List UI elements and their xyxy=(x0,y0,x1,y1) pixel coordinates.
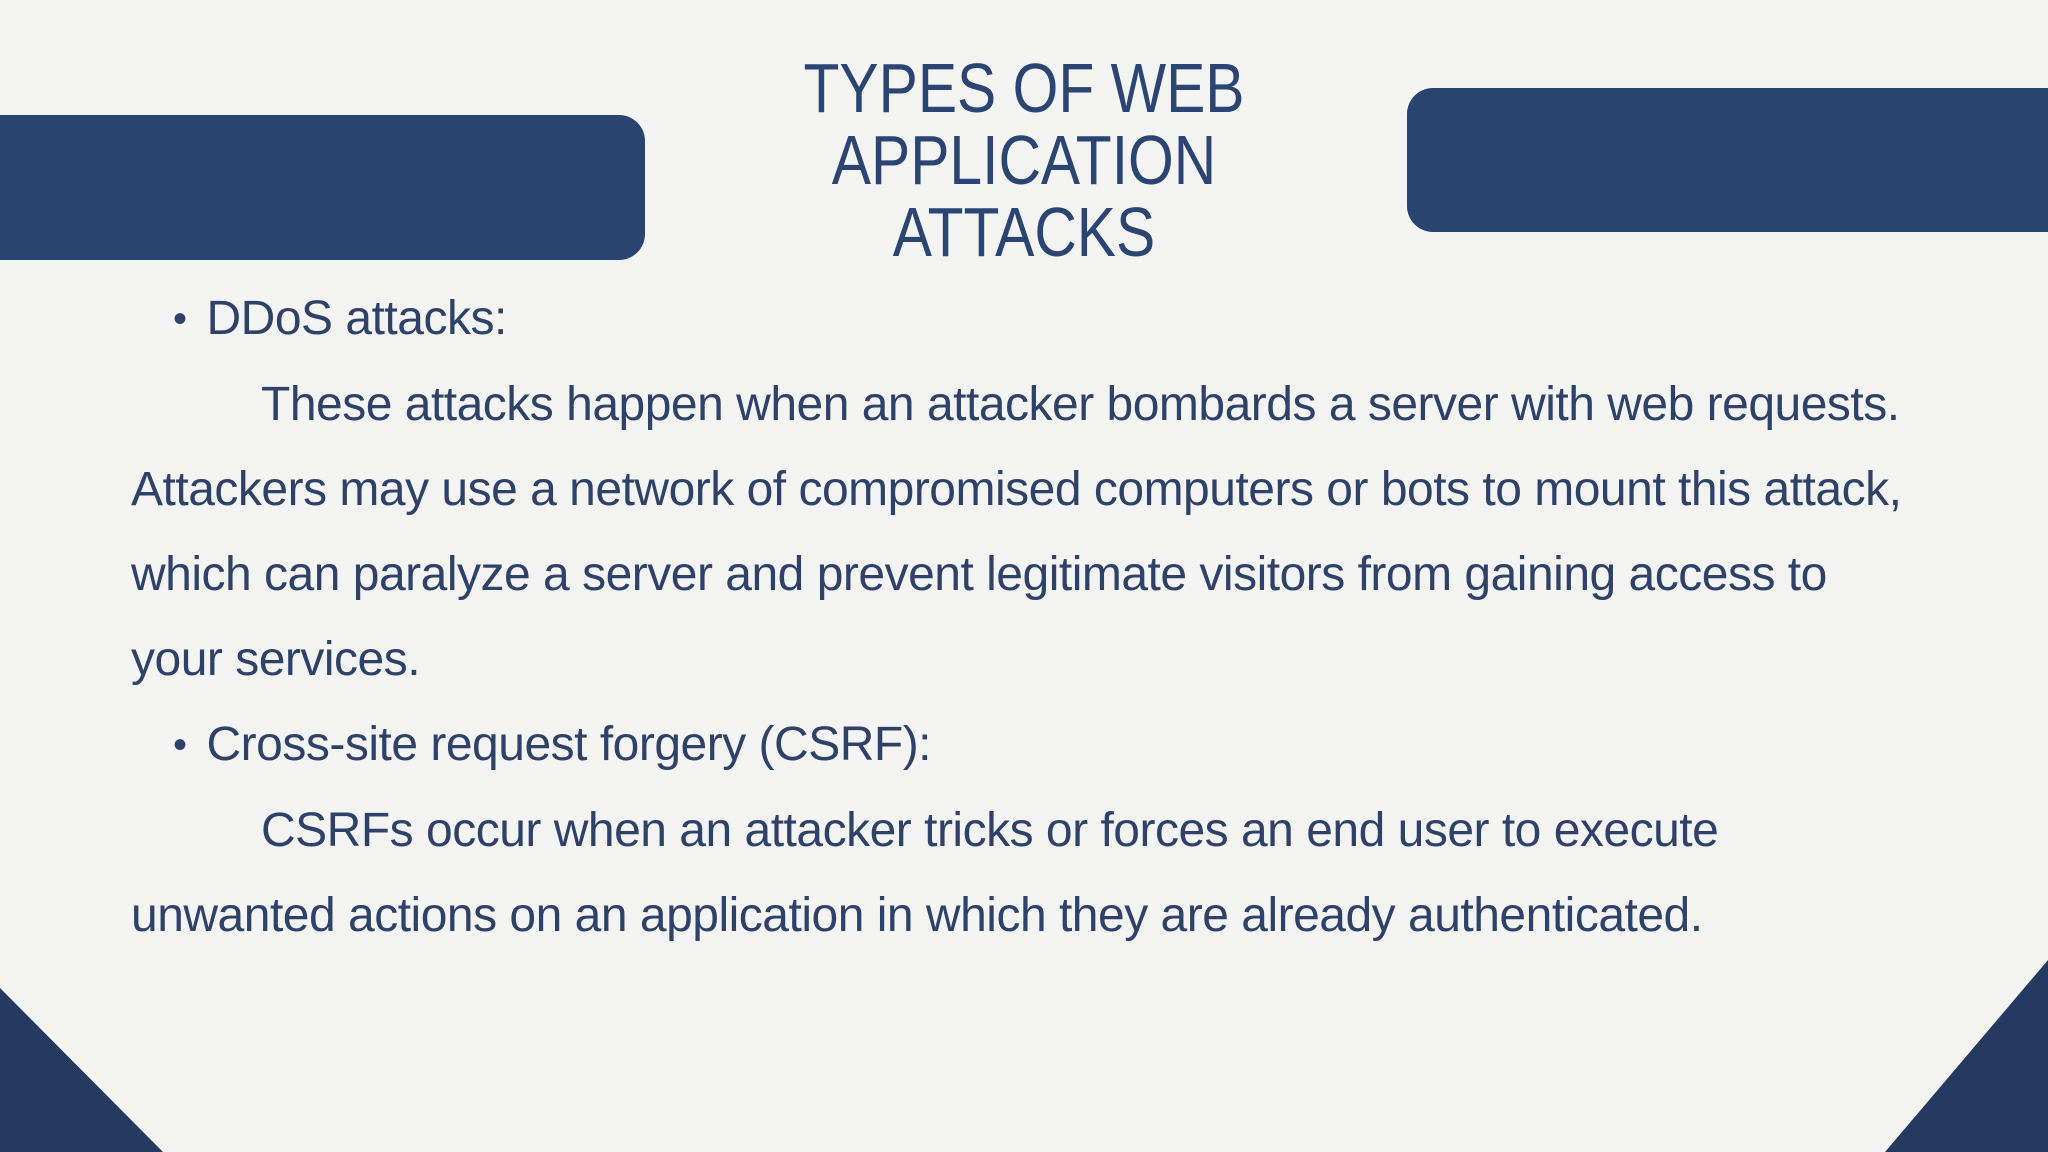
slide-title-line: ATTACKS xyxy=(892,193,1156,271)
bullet-label: DDoS attacks: xyxy=(206,292,508,345)
bullet-label: Cross-site request forgery (CSRF): xyxy=(206,718,932,771)
bullet-item-ddos: • DDoS attacks: xyxy=(131,276,1926,362)
slide-body: • DDoS attacks: These attacks happen when… xyxy=(131,276,1926,958)
bullet-icon: • xyxy=(173,723,187,767)
slide-title-line: APPLICATION xyxy=(831,121,1217,199)
title-accent-bar-right xyxy=(1407,88,2048,232)
paragraph-csrf: CSRFs occur when an attacker tricks or f… xyxy=(131,804,1719,942)
bullet-icon: • xyxy=(173,297,187,341)
title-accent-bar-left xyxy=(0,115,645,260)
corner-triangle-bottom-right xyxy=(1885,960,2048,1152)
corner-triangle-bottom-left xyxy=(0,988,163,1152)
slide-title: TYPES OF WEB APPLICATION ATTACKS xyxy=(706,52,1343,268)
slide-title-line: TYPES OF WEB xyxy=(803,49,1245,127)
bullet-item-csrf: • Cross-site request forgery (CSRF): xyxy=(131,702,1926,788)
paragraph-ddos: These attacks happen when an attacker bo… xyxy=(131,378,1902,686)
